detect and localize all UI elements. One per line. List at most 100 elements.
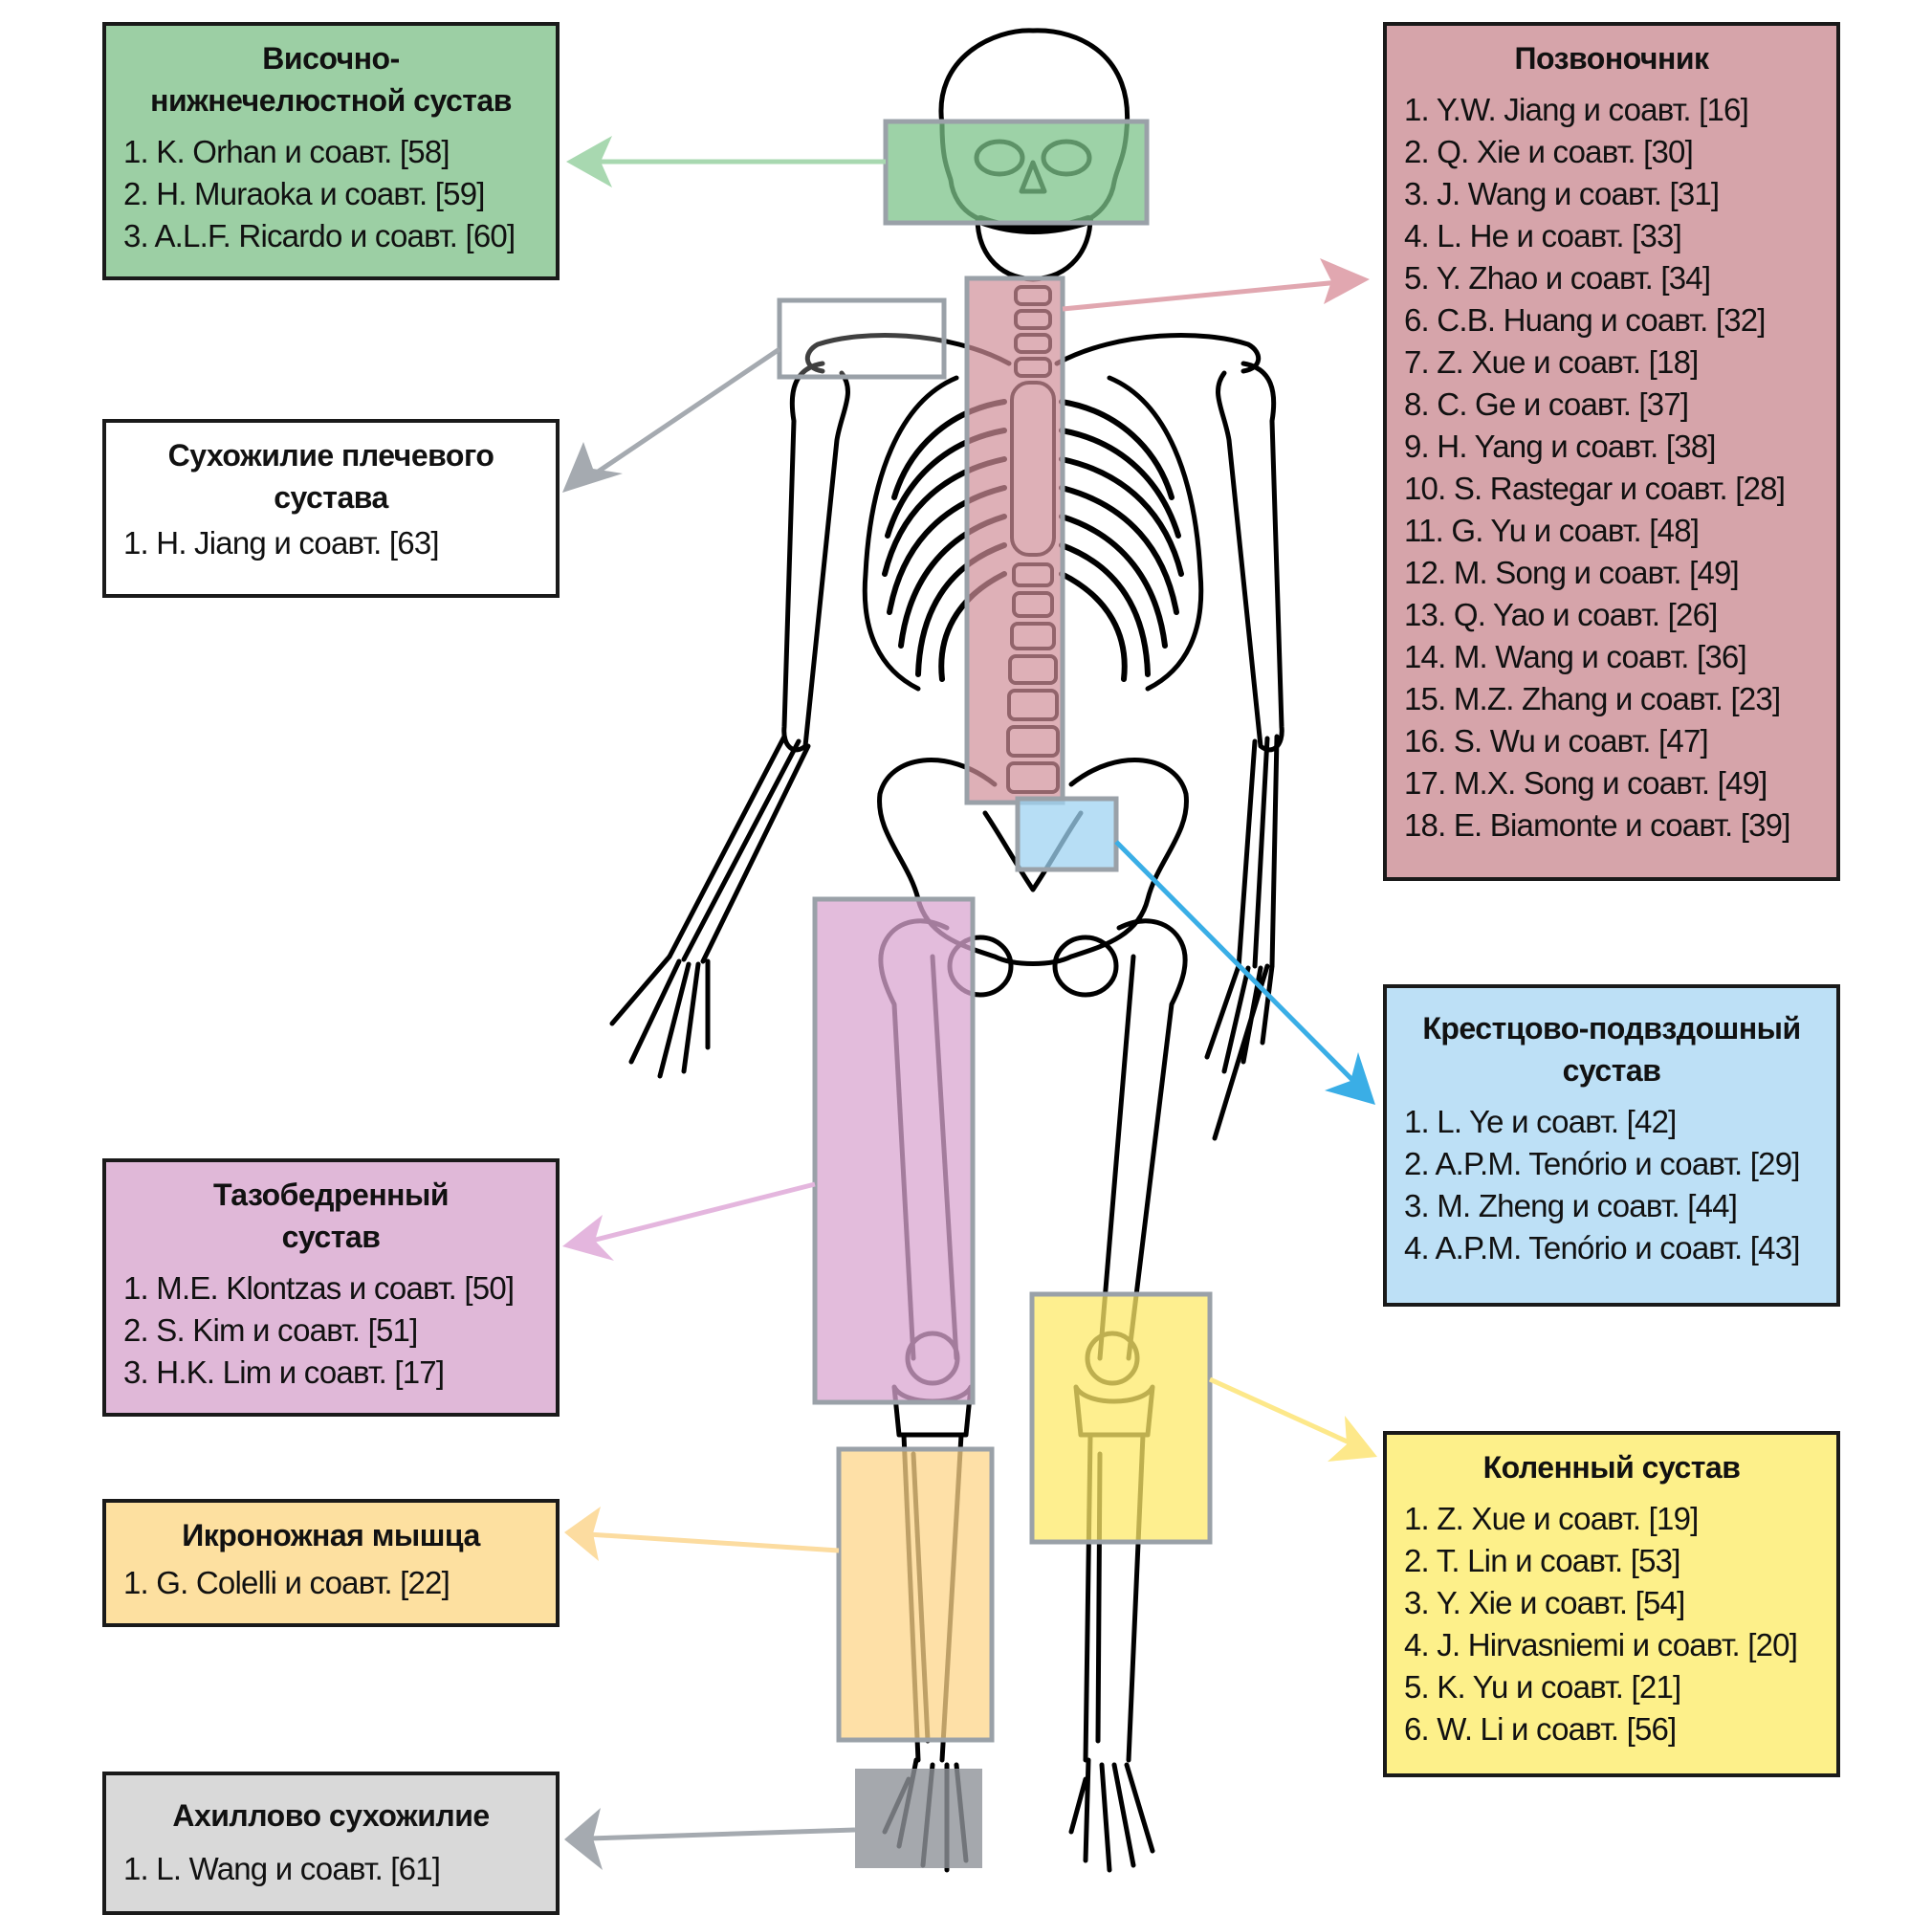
humerus-left bbox=[781, 361, 850, 753]
rib-cage-outline bbox=[862, 375, 1204, 692]
overlay-calf[interactable] bbox=[836, 1446, 995, 1743]
reference-item: 2. A.P.M. Tenório и соавт. [29] bbox=[1404, 1146, 1800, 1181]
info-box-knee: Коленный сустав 1. Z. Xue и соавт. [19] … bbox=[1383, 1431, 1840, 1777]
arrow-shoulder bbox=[562, 346, 781, 493]
reference-item: 1. L. Wang и соавт. [61] bbox=[123, 1851, 441, 1886]
info-box-title: Крестцово-подвздошный сустав bbox=[1404, 1007, 1819, 1091]
pelvis bbox=[877, 758, 1189, 966]
reference-item: 1. Y.W. Jiang и соавт. [16] bbox=[1404, 92, 1749, 127]
info-box-calf: Икроножная мышца 1. G. Colelli и соавт. … bbox=[102, 1499, 560, 1627]
title-line: Тазобедренный bbox=[213, 1178, 449, 1212]
reference-list: 1. M.E. Klontzas и соавт. [50] 2. S. Kim… bbox=[123, 1267, 538, 1394]
info-box-si: Крестцово-подвздошный сустав 1. L. Ye и … bbox=[1383, 984, 1840, 1307]
info-box-title: Сухожилие плечевого сустава bbox=[123, 434, 538, 518]
reference-item: 2. H. Muraoka и соавт. [59] bbox=[123, 176, 485, 211]
arrow-achilles bbox=[564, 1808, 856, 1870]
overlay-knee[interactable] bbox=[1029, 1291, 1213, 1545]
reference-item: 17. M.X. Song и соавт. [49] bbox=[1404, 765, 1767, 801]
reference-item: 4. J. Hirvasniemi и соавт. [20] bbox=[1404, 1627, 1798, 1662]
forearm-right bbox=[1236, 734, 1280, 971]
reference-item: 15. M.Z. Zhang и соавт. [23] bbox=[1404, 681, 1781, 716]
reference-item: 4. L. He и соавт. [33] bbox=[1404, 218, 1682, 253]
title-line: сустав bbox=[281, 1220, 381, 1254]
reference-item: 1. G. Colelli и соавт. [22] bbox=[123, 1565, 450, 1600]
reference-item: 10. S. Rastegar и соавт. [28] bbox=[1404, 471, 1786, 506]
femur-right bbox=[1097, 918, 1188, 1361]
reference-item: 18. E. Biamonte и соавт. [39] bbox=[1404, 807, 1790, 843]
info-box-title: Коленный сустав bbox=[1404, 1446, 1819, 1488]
info-box-shoulder: Сухожилие плечевого сустава 1. H. Jiang … bbox=[102, 419, 560, 598]
arrow-spine bbox=[1062, 258, 1370, 312]
info-box-title: Позвоночник bbox=[1404, 37, 1819, 79]
reference-item: 1. M.E. Klontzas и соавт. [50] bbox=[123, 1270, 515, 1306]
reference-item: 1. L. Ye и соавт. [42] bbox=[1404, 1104, 1677, 1139]
humerus-right bbox=[1216, 361, 1284, 753]
reference-item: 14. M. Wang и соавт. [36] bbox=[1404, 639, 1747, 674]
info-box-title: Тазобедренный сустав bbox=[123, 1174, 538, 1258]
forearm-left bbox=[667, 734, 811, 964]
reference-item: 3. Y. Xie и соавт. [54] bbox=[1404, 1585, 1685, 1620]
overlay-shoulder[interactable] bbox=[777, 297, 947, 380]
arrow-si bbox=[1114, 840, 1375, 1105]
obturator-right bbox=[1052, 935, 1119, 998]
overlay-hip[interactable] bbox=[812, 896, 976, 1405]
overlay-si[interactable] bbox=[1015, 796, 1119, 872]
hand-right bbox=[1204, 963, 1275, 1141]
reference-item: 6. W. Li и соавт. [56] bbox=[1404, 1711, 1677, 1747]
reference-item: 2. Q. Xie и соавт. [30] bbox=[1404, 134, 1694, 169]
reference-list: 1. K. Orhan и соавт. [58] 2. H. Muraoka … bbox=[123, 131, 538, 257]
reference-item: 2. S. Kim и соавт. [51] bbox=[123, 1312, 418, 1348]
reference-list: 1. H. Jiang и соавт. [63] bbox=[123, 522, 538, 564]
overlay-achilles[interactable] bbox=[855, 1769, 982, 1868]
info-box-spine: Позвоночник 1. Y.W. Jiang и соавт. [16] … bbox=[1383, 22, 1840, 881]
title-line: сустава bbox=[274, 480, 388, 515]
reference-item: 13. Q. Yao и соавт. [26] bbox=[1404, 597, 1718, 632]
overlay-spine[interactable] bbox=[964, 275, 1065, 805]
reference-item: 3. A.L.F. Ricardo и соавт. [60] bbox=[123, 218, 516, 253]
connector-arrows bbox=[562, 136, 1377, 1870]
reference-item: 3. J. Wang и соавт. [31] bbox=[1404, 176, 1720, 211]
info-box-achilles: Ахиллово сухожилие 1. L. Wang и соавт. [… bbox=[102, 1772, 560, 1915]
info-box-title: Височно- нижнечелюстной сустав bbox=[123, 37, 538, 121]
reference-list: 1. Y.W. Jiang и соавт. [16] 2. Q. Xie и … bbox=[1404, 89, 1819, 847]
clavicle-left bbox=[804, 332, 1012, 374]
title-line: нижнечелюстной сустав bbox=[150, 83, 512, 118]
info-box-hip: Тазобедренный сустав 1. M.E. Klontzas и … bbox=[102, 1158, 560, 1417]
title-line: Ахиллово сухожилие bbox=[172, 1798, 490, 1833]
reference-item: 16. S. Wu и соавт. [47] bbox=[1404, 723, 1709, 759]
reference-item: 8. C. Ge и соавт. [37] bbox=[1404, 386, 1689, 422]
reference-item: 5. K. Yu и соавт. [21] bbox=[1404, 1669, 1681, 1705]
title-line: Крестцово-подвздошный bbox=[1422, 1011, 1801, 1046]
foot-right bbox=[1068, 1757, 1155, 1873]
reference-list: 1. Z. Xue и соавт. [19] 2. T. Lin и соав… bbox=[1404, 1498, 1819, 1750]
reference-item: 3. H.K. Lim и соавт. [17] bbox=[123, 1354, 445, 1390]
title-line: Сухожилие плечевого bbox=[167, 438, 494, 473]
reference-list: 1. L. Wang и соавт. [61] bbox=[123, 1848, 538, 1890]
info-box-title: Ахиллово сухожилие bbox=[123, 1794, 538, 1837]
overlay-tmj[interactable] bbox=[883, 119, 1150, 226]
reference-item: 9. H. Yang и соавт. [38] bbox=[1404, 429, 1716, 464]
region-overlays bbox=[777, 119, 1213, 1868]
title-line: Позвоночник bbox=[1514, 41, 1710, 76]
reference-item: 1. Z. Xue и соавт. [19] bbox=[1404, 1501, 1699, 1536]
reference-item: 12. M. Song и соавт. [49] bbox=[1404, 555, 1740, 590]
info-box-tmj: Височно- нижнечелюстной сустав 1. K. Orh… bbox=[102, 22, 560, 280]
title-line: сустав bbox=[1562, 1053, 1661, 1088]
title-line: Икроножная мышца bbox=[182, 1518, 480, 1552]
arrow-knee bbox=[1208, 1376, 1377, 1462]
reference-item: 1. K. Orhan и соавт. [58] bbox=[123, 134, 450, 169]
title-line: Коленный сустав bbox=[1482, 1450, 1741, 1485]
reference-item: 6. C.B. Huang и соавт. [32] bbox=[1404, 302, 1766, 338]
reference-list: 1. G. Colelli и соавт. [22] bbox=[123, 1562, 538, 1604]
reference-item: 4. A.P.M. Tenório и соавт. [43] bbox=[1404, 1230, 1800, 1266]
reference-item: 11. G. Yu и соавт. [48] bbox=[1404, 513, 1700, 548]
arrow-hip bbox=[562, 1181, 816, 1261]
reference-item: 1. H. Jiang и соавт. [63] bbox=[123, 525, 440, 561]
reference-list: 1. L. Ye и соавт. [42] 2. A.P.M. Tenório… bbox=[1404, 1101, 1819, 1269]
info-box-title: Икроножная мышца bbox=[123, 1514, 538, 1556]
clavicle-right bbox=[1054, 332, 1262, 374]
reference-item: 7. Z. Xue и соавт. [18] bbox=[1404, 344, 1699, 380]
reference-item: 3. M. Zheng и соавт. [44] bbox=[1404, 1188, 1738, 1223]
reference-item: 2. T. Lin и соавт. [53] bbox=[1404, 1543, 1680, 1578]
